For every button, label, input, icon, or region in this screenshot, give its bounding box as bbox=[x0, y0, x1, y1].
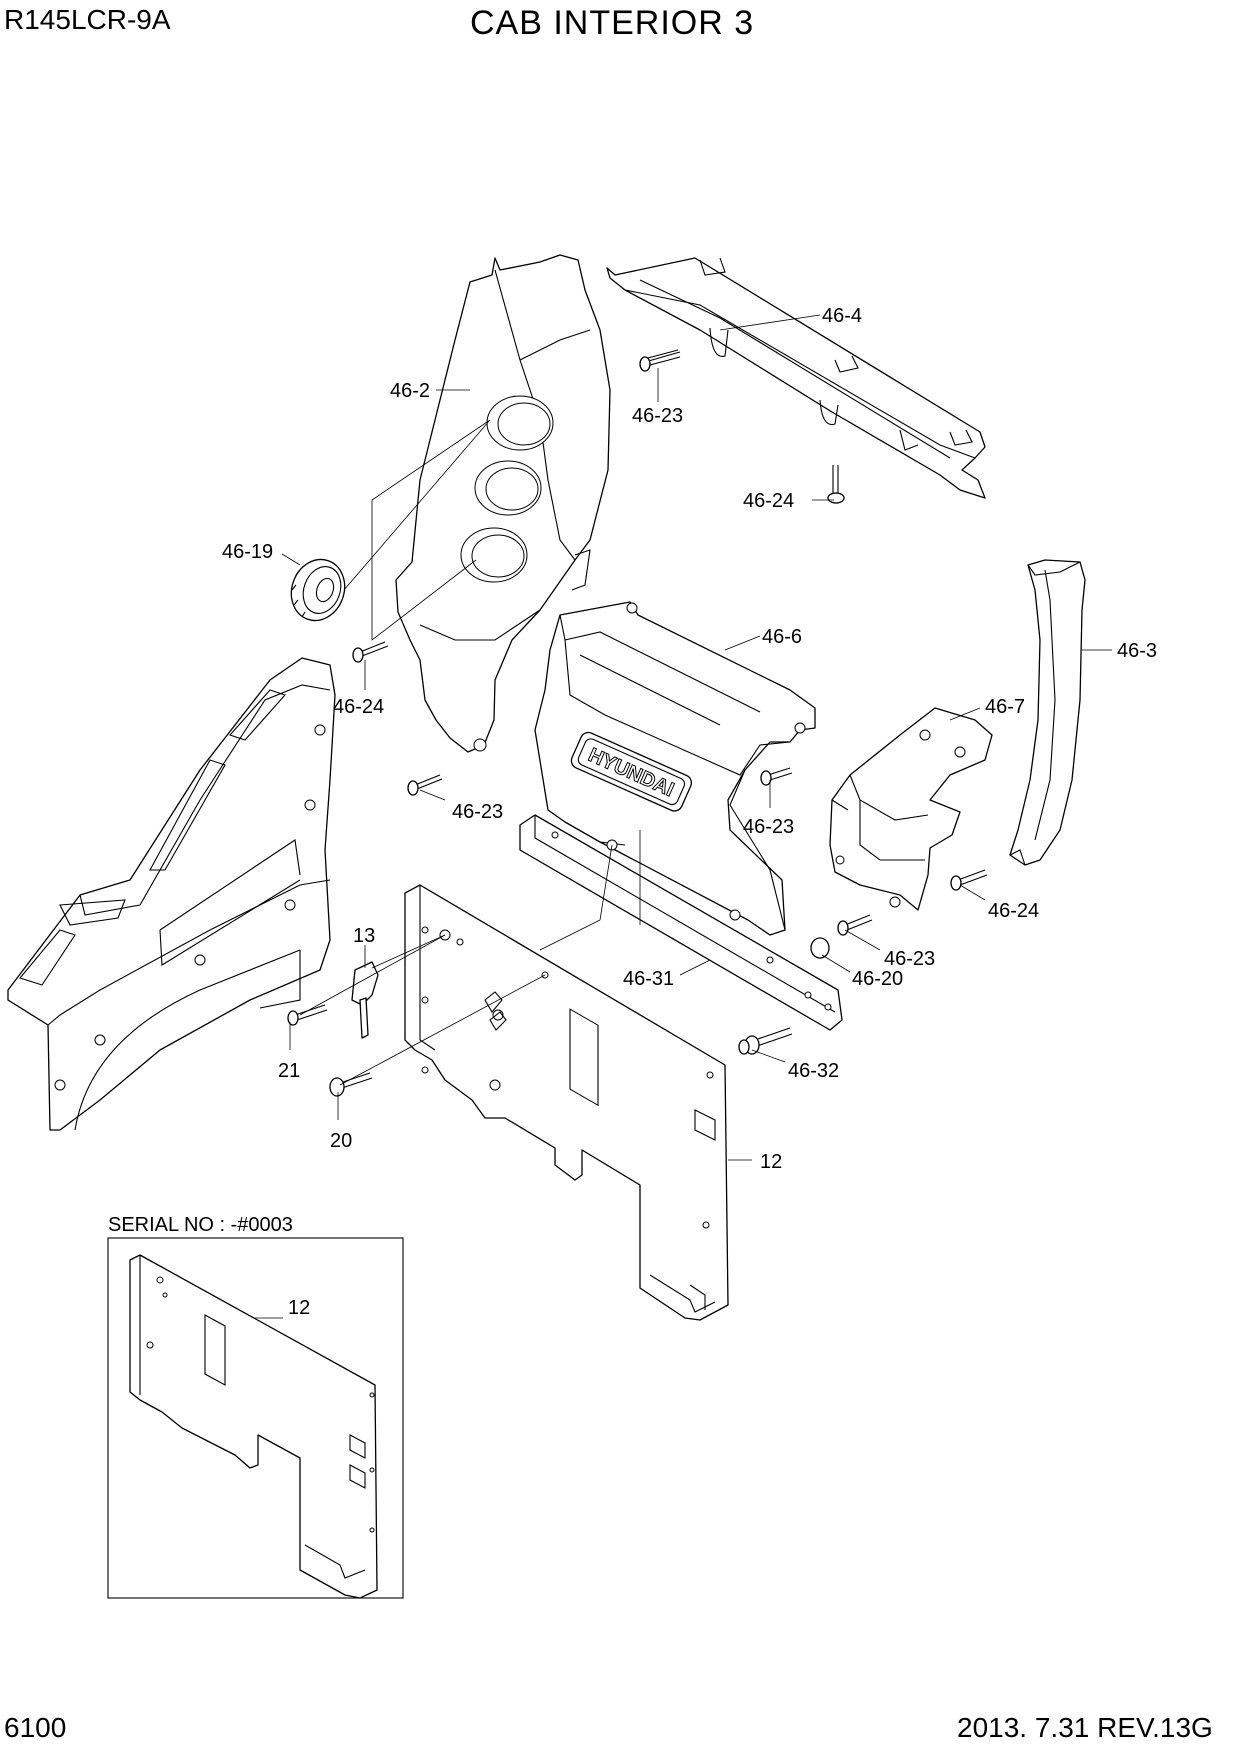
label-46-20: 46-20 bbox=[852, 968, 903, 990]
bolt-46-32 bbox=[738, 1027, 793, 1055]
part-46-7-side-cover bbox=[829, 707, 993, 911]
part-46-6-center-panel: HYUNDAI bbox=[534, 601, 816, 936]
screw-46-24-left bbox=[352, 641, 389, 663]
part-labels: 46-2 46-4 46-23 46-24 46-19 46-24 46-23 … bbox=[222, 305, 1157, 1173]
page-number: 6100 bbox=[4, 1712, 67, 1743]
label-46-24-right: 46-24 bbox=[988, 900, 1039, 922]
cap-46-20 bbox=[810, 937, 830, 959]
inset-caption: SERIAL NO : -#0003 bbox=[108, 1214, 293, 1236]
label-46-3: 46-3 bbox=[1117, 640, 1157, 662]
label-46-23-top: 46-23 bbox=[632, 405, 683, 427]
label-46-24-top: 46-24 bbox=[743, 490, 794, 512]
leader-lines bbox=[281, 314, 1112, 1161]
label-46-23-right: 46-23 bbox=[884, 948, 935, 970]
label-13: 13 bbox=[353, 925, 375, 947]
label-46-19: 46-19 bbox=[222, 541, 273, 563]
inset-label-12: 12 bbox=[288, 1297, 310, 1319]
label-21: 21 bbox=[278, 1060, 300, 1082]
label-46-23-center: 46-23 bbox=[743, 816, 794, 838]
screw-46-23-top bbox=[639, 349, 681, 372]
part-46-31-mounting-rail bbox=[519, 814, 843, 1031]
leader-46-19 bbox=[343, 419, 491, 641]
label-46-23-left: 46-23 bbox=[452, 801, 503, 823]
part-12-back-plate bbox=[404, 884, 729, 1321]
revision-date: 2013. 7.31 REV.13G bbox=[957, 1712, 1213, 1743]
label-20: 20 bbox=[330, 1130, 352, 1152]
label-46-31: 46-31 bbox=[623, 968, 674, 990]
key-13 bbox=[351, 961, 379, 1039]
bolt-20 bbox=[329, 1072, 373, 1097]
part-left-side-console bbox=[7, 657, 336, 1131]
model-number: R145LCR-9A bbox=[4, 4, 171, 35]
screw-46-23-left bbox=[407, 774, 443, 796]
part-46-19-vent-knob bbox=[290, 558, 346, 622]
label-46-32: 46-32 bbox=[788, 1060, 839, 1082]
part-46-2-pillar-panel bbox=[395, 254, 611, 753]
label-46-24-left: 46-24 bbox=[333, 696, 384, 718]
label-12: 12 bbox=[760, 1151, 782, 1173]
label-46-7: 46-7 bbox=[985, 696, 1025, 718]
screw-46-24-top bbox=[827, 465, 845, 504]
page-title: CAB INTERIOR 3 bbox=[470, 4, 755, 42]
label-46-4: 46-4 bbox=[822, 305, 862, 327]
serial-inset: SERIAL NO : -#0003 12 bbox=[107, 1214, 404, 1599]
screw-46-24-right bbox=[950, 869, 988, 891]
label-46-2: 46-2 bbox=[390, 380, 430, 402]
label-46-6: 46-6 bbox=[762, 626, 802, 648]
screw-46-23-right bbox=[837, 914, 873, 936]
screw-46-23-center bbox=[760, 767, 793, 786]
screw-21 bbox=[287, 1004, 328, 1026]
part-46-4-upper-trim-rail bbox=[606, 257, 986, 499]
part-46-3-right-pillar-trim bbox=[1009, 559, 1086, 866]
